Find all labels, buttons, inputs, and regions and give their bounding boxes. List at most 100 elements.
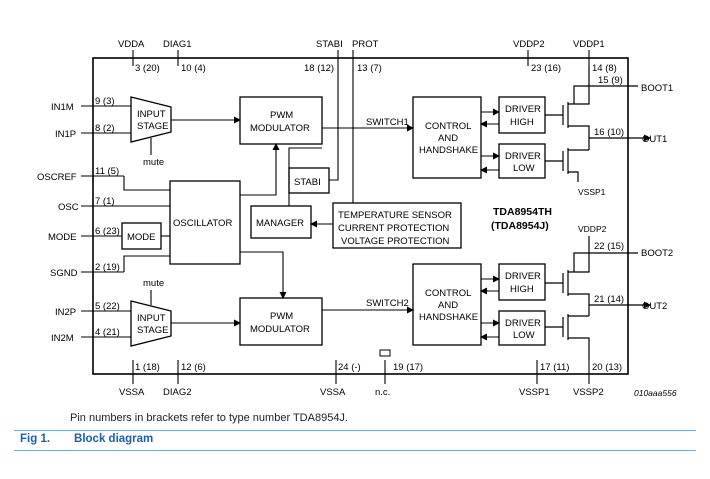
pin-in2p-number: 5 (22) <box>95 301 120 312</box>
pin-diag2: DIAG2 <box>163 387 192 398</box>
pin-in1m: IN1M <box>51 102 74 113</box>
input-stage-2-line1: INPUT <box>137 313 166 324</box>
protection-block <box>332 202 462 249</box>
pin-diag1: DIAG1 <box>163 39 192 50</box>
pin-nc-number: 19 (17) <box>393 362 423 373</box>
driver-low-2-line2: LOW <box>513 330 535 341</box>
oscillator-block <box>169 180 241 265</box>
protection-line2: CURRENT PROTECTION <box>338 223 449 234</box>
output-stage-1-transistors <box>545 66 651 182</box>
control-1-line1: CONTROL <box>425 121 471 132</box>
vssp1-internal-label: VSSP1 <box>578 187 606 197</box>
protection-line3: VOLTAGE PROTECTION <box>341 236 450 247</box>
pin-out2: OUT2 <box>642 301 667 312</box>
protection-line1: TEMPERATURE SENSOR <box>338 210 452 221</box>
pin-boot2: BOOT2 <box>641 248 673 259</box>
oscillator-label: OSCILLATOR <box>173 218 232 229</box>
device-alt-name: (TDA8954J) <box>491 220 549 232</box>
pin-prot: PROT <box>352 39 379 50</box>
pin-vssa2-number: 24 (-) <box>338 362 361 373</box>
input-stage-1-block <box>130 96 172 143</box>
pin-mode: MODE <box>48 232 77 243</box>
drawing-code: 010aaa556 <box>634 388 677 398</box>
pin-vssp1: VSSP1 <box>519 387 550 398</box>
pin-boot2-number: 22 (15) <box>594 241 624 252</box>
pin-vssa1: VSSA <box>119 387 145 398</box>
pin-in1p-number: 8 (2) <box>95 123 115 134</box>
control-2-line2: AND <box>438 300 458 311</box>
pin-sgnd: SGND <box>50 268 78 279</box>
driver-high-1-line2: HIGH <box>510 117 534 128</box>
driver-high-2-line1: DRIVER <box>505 271 541 282</box>
control-handshake-1-block <box>412 96 482 179</box>
input-stage-2-line2: STAGE <box>137 325 169 336</box>
pin-vddp1-number: 14 (8) <box>592 63 617 74</box>
chip-outline <box>92 57 629 375</box>
mode-label: MODE <box>127 232 156 243</box>
pin-osc-number: 7 (1) <box>95 196 115 207</box>
figure-caption: Fig 1. Block diagram <box>20 433 153 445</box>
driver-high-1-line1: DRIVER <box>505 104 541 115</box>
input-stage-1-line2: STAGE <box>137 121 169 132</box>
pin-out1: OUT1 <box>642 134 667 145</box>
control-1-line2: AND <box>438 133 458 144</box>
pin-prot-number: 13 (7) <box>357 63 382 74</box>
pin-stabi: STABI <box>316 39 343 50</box>
pin-nc: n.c. <box>375 387 390 398</box>
mute-1-label: mute <box>143 157 164 168</box>
pin-vssp2-number: 20 (13) <box>592 362 622 373</box>
pin-out2-number: 21 (14) <box>594 294 624 305</box>
pin-out1-number: 16 (10) <box>594 127 624 138</box>
pin-vssa1-number: 1 (18) <box>135 362 160 373</box>
driver-high-2-line2: HIGH <box>510 284 534 295</box>
control-handshake-2-block <box>412 263 482 346</box>
control-2-line3: HANDSHAKE <box>419 312 478 323</box>
pwm-2-line2: MODULATOR <box>250 324 310 335</box>
pin-boot1-number: 15 (9) <box>598 75 623 86</box>
pin-oscref-number: 11 (5) <box>95 166 119 177</box>
driver-low-2-block <box>498 310 546 346</box>
figure-label: Fig 1. <box>20 433 51 445</box>
driver-low-1-line2: LOW <box>513 163 535 174</box>
switch2-label: SWITCH2 <box>366 298 409 309</box>
pin-mode-number: 6 (23) <box>95 226 120 237</box>
pin-sgnd-number: 2 (19) <box>95 262 120 273</box>
device-name: TDA8954TH <box>493 206 552 218</box>
left-pin-lines <box>81 105 170 338</box>
pin-boot1: BOOT1 <box>641 83 673 94</box>
pin-vssp2: VSSP2 <box>573 387 604 398</box>
mute-2-label: mute <box>143 278 164 289</box>
control-1-line3: HANDSHAKE <box>419 145 478 156</box>
vddp2-internal-label: VDDP2 <box>578 224 607 234</box>
pin-note: Pin numbers in brackets refer to type nu… <box>70 412 348 424</box>
caption-rule-bottom <box>14 450 696 451</box>
pin-in1p: IN1P <box>55 129 76 140</box>
pin-osc: OSC <box>58 202 79 213</box>
pin-in2m: IN2M <box>51 333 74 344</box>
pin-oscref: OSCREF <box>37 172 77 183</box>
driver-low-1-line1: DRIVER <box>505 151 541 162</box>
switch1-label: SWITCH1 <box>366 117 409 128</box>
pwm-2-line1: PWM <box>270 311 293 322</box>
nc-marker <box>379 349 391 357</box>
bottom-pin-lines <box>132 360 590 384</box>
pin-in2m-number: 4 (21) <box>95 327 120 338</box>
manager-label: MANAGER <box>256 218 304 229</box>
pin-vdda: VDDA <box>118 39 145 50</box>
pin-vssp1-number: 17 (11) <box>540 362 569 373</box>
pin-in1m-number: 9 (3) <box>95 96 115 107</box>
pin-vdda-number: 3 (20) <box>135 63 160 74</box>
signal-wiring <box>123 66 500 341</box>
driver-low-2-line1: DRIVER <box>505 318 541 329</box>
input-stage-1-line1: INPUT <box>137 109 166 120</box>
pwm-1-line2: MODULATOR <box>250 123 310 134</box>
caption-rule-top <box>14 430 696 431</box>
pin-vddp2: VDDP2 <box>513 39 545 50</box>
pin-diag2-number: 12 (6) <box>181 362 206 373</box>
control-2-line1: CONTROL <box>425 288 471 299</box>
pin-in2p: IN2P <box>55 307 76 318</box>
pin-stabi-number: 18 (12) <box>304 63 334 74</box>
figure-title: Block diagram <box>74 433 154 445</box>
